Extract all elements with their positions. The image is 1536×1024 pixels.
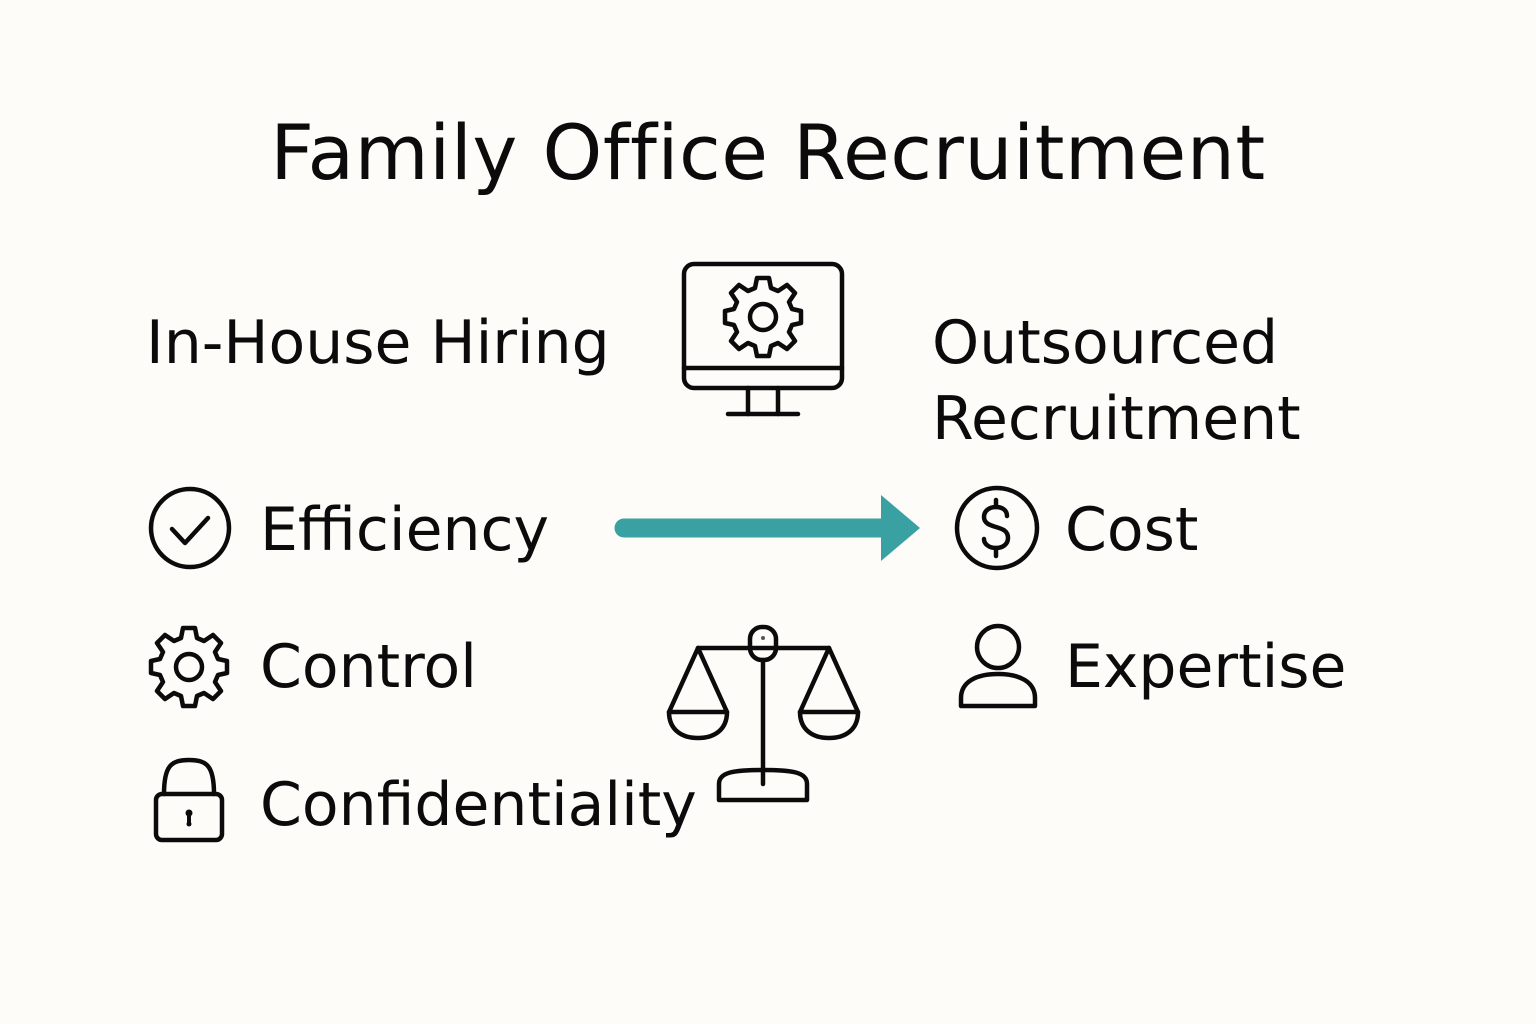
- item-label: Cost: [1065, 495, 1199, 565]
- balance-scale-icon: [666, 624, 861, 803]
- in-house-heading: In-House Hiring: [146, 308, 610, 378]
- person-icon: [958, 623, 1038, 709]
- outsourced-heading-line2: Recruitment: [932, 384, 1301, 454]
- check-circle-icon: [148, 486, 232, 570]
- gear-icon: [148, 625, 230, 709]
- item-label: Expertise: [1065, 632, 1347, 702]
- dollar-circle-icon: [954, 485, 1040, 571]
- item-label: Efficiency: [260, 495, 550, 565]
- arrow-right-icon: [614, 495, 920, 561]
- page-title: Family Office Recruitment: [270, 108, 1266, 197]
- item-label: Control: [260, 632, 477, 702]
- monitor-gear-icon: [681, 261, 845, 417]
- lock-icon: [153, 757, 225, 843]
- item-label: Confidentiality: [260, 770, 697, 840]
- outsourced-heading-line1: Outsourced: [932, 308, 1279, 378]
